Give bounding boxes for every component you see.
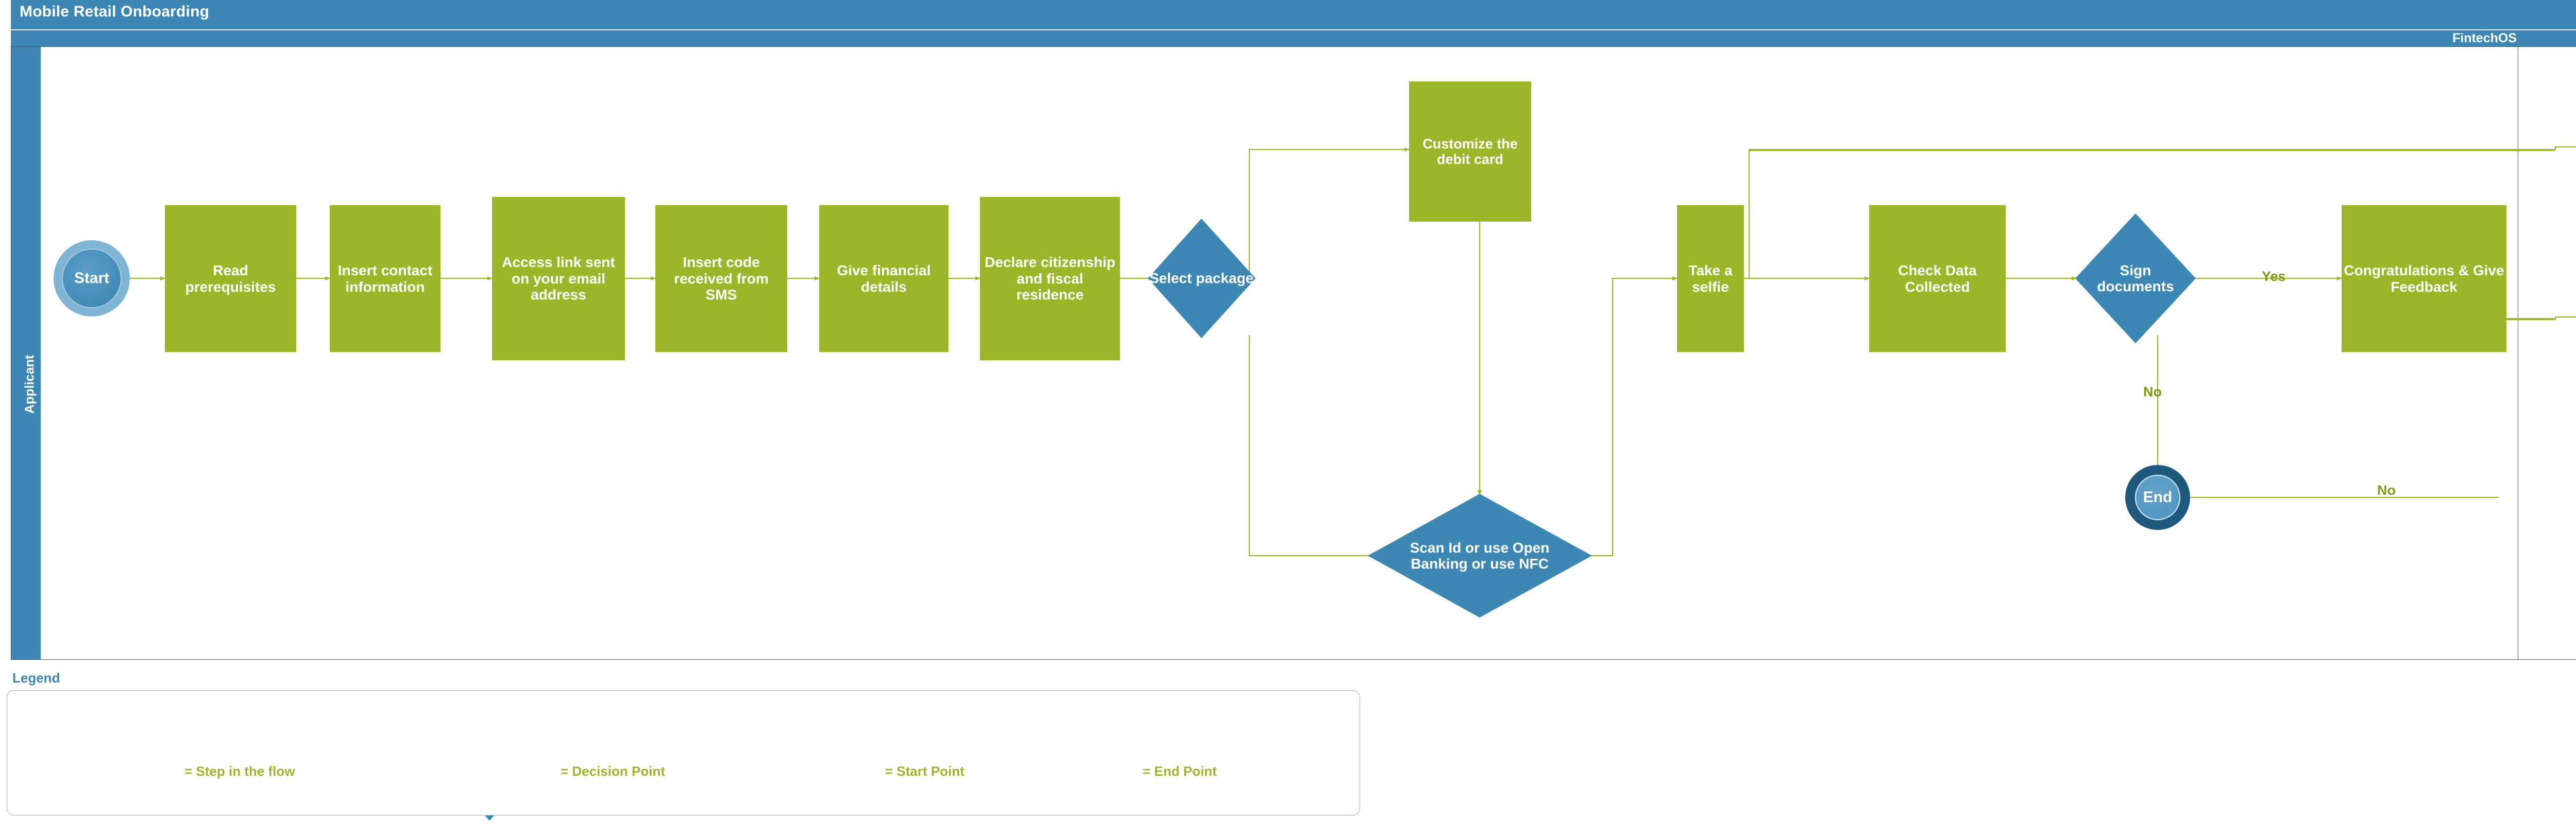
lane-body: [11, 46, 2576, 660]
legend-text-end: = End Point: [1143, 763, 1217, 779]
edge-label-yes-sign-documents: Yes: [2262, 269, 2286, 284]
lane-header-strip: [11, 30, 2576, 47]
legend-chip-label-end: End: [1087, 765, 1112, 780]
legend-text-step: = Step in the flow: [184, 763, 295, 779]
page-title: Mobile Retail Onboarding: [20, 3, 210, 20]
edge-label-no-congratulations: No: [2377, 482, 2396, 498]
lane-label-applicant: Applicant: [22, 355, 37, 414]
legend-panel: [7, 690, 1360, 816]
edge-label-no-sign-documents: No: [2143, 384, 2162, 400]
lane-band-applicant: Applicant: [11, 47, 41, 659]
legend-text-decision: = Decision Point: [561, 763, 665, 779]
legend-text-start: = Start Point: [885, 763, 964, 779]
legend-chip-label-start: Start: [820, 766, 850, 780]
diagram-title-bar: [11, 0, 2576, 29]
lane-header-fintechos: FintechOS: [2452, 31, 2517, 45]
legend-title: Legend: [12, 670, 60, 686]
